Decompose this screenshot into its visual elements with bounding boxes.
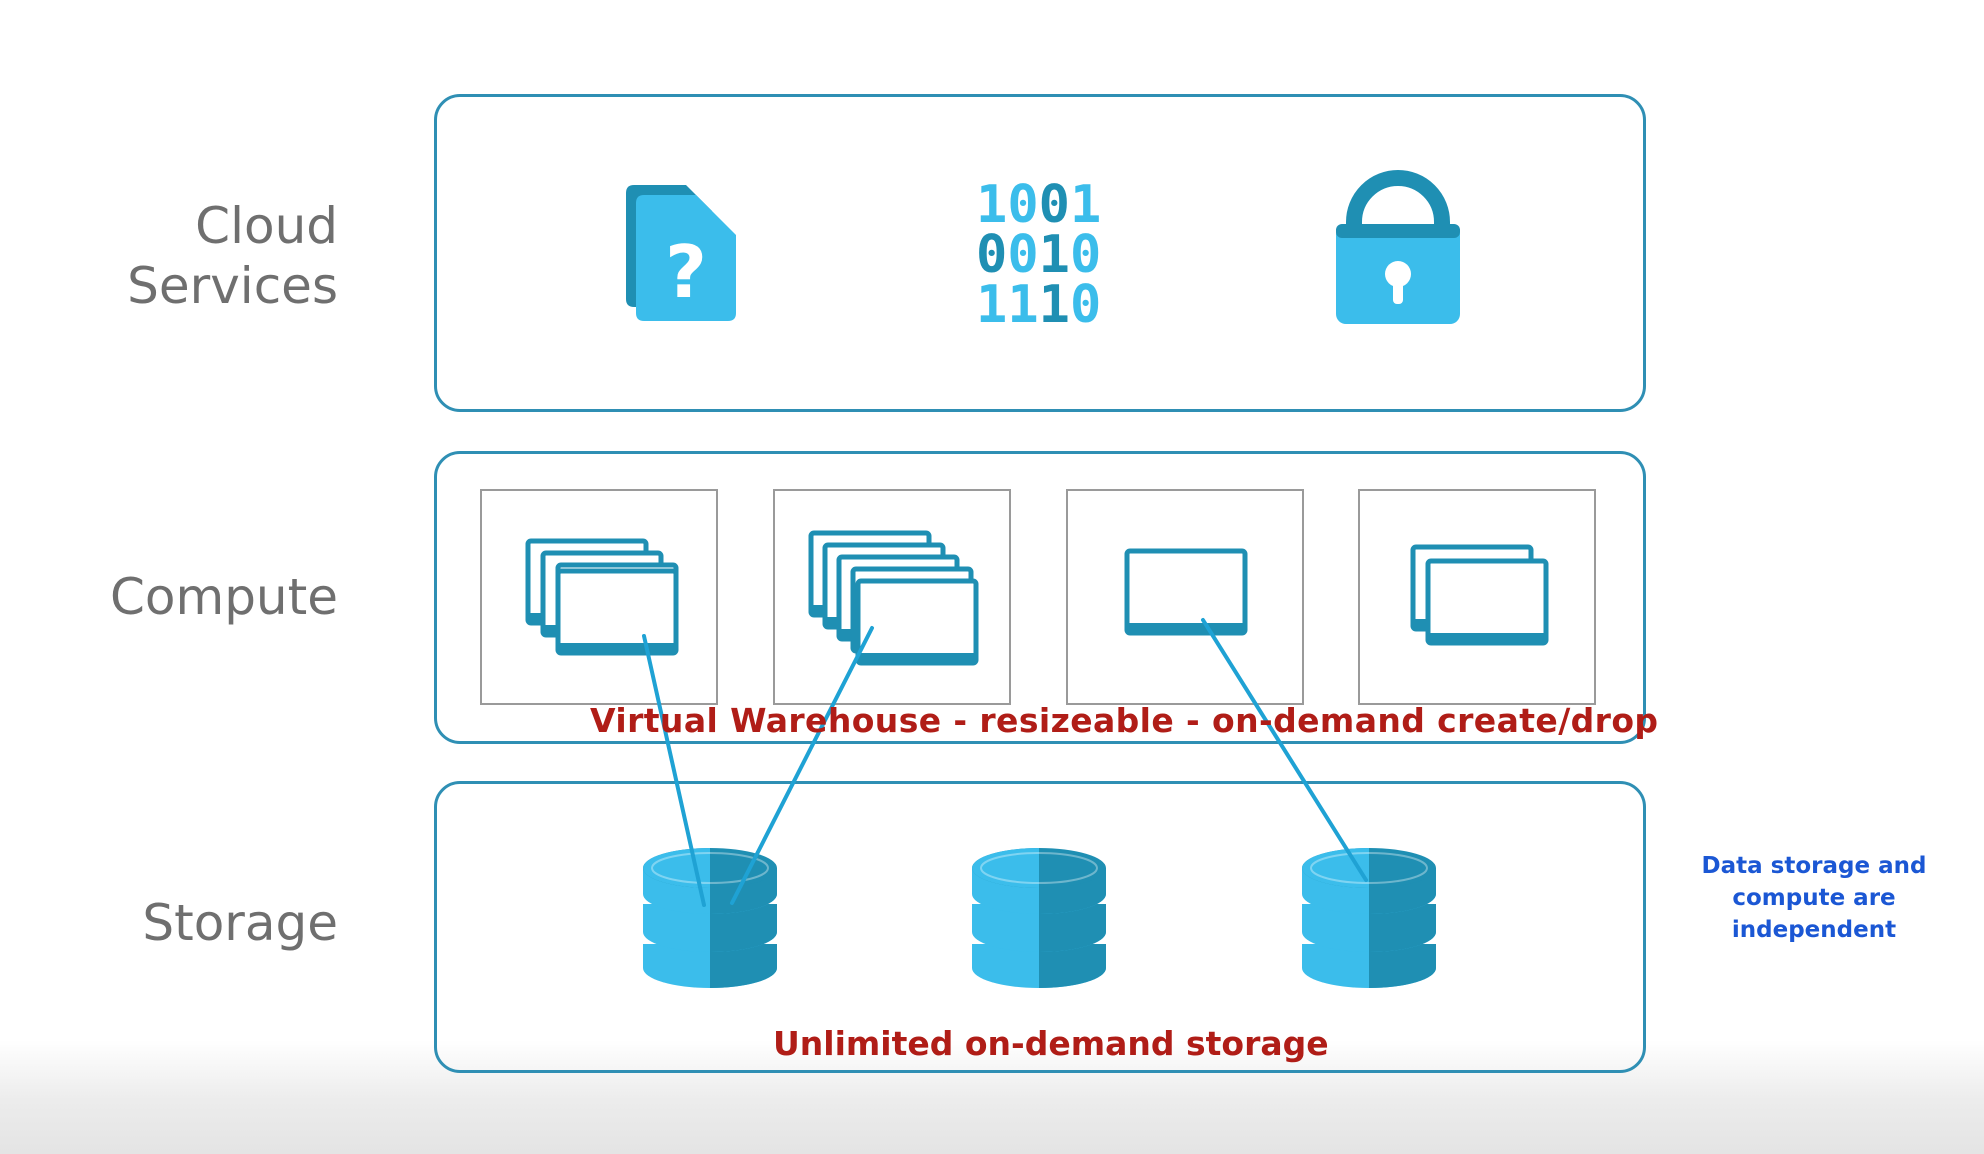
question-document-icon: ? (626, 185, 736, 321)
compute-layer (434, 451, 1646, 744)
cloud-services-label: Cloud Services (127, 197, 338, 315)
storage-layer (434, 781, 1646, 1073)
svg-text:1110: 1110 (976, 275, 1101, 335)
database-icon (971, 847, 1107, 989)
lock-icon (1336, 170, 1460, 324)
svg-text:0010: 0010 (976, 225, 1101, 285)
svg-text:1001: 1001 (976, 175, 1101, 235)
cloud-services-layer (434, 94, 1646, 412)
binary-data-icon: 1001 0010 1110 (976, 175, 1101, 335)
connector-lines (642, 618, 1368, 907)
server-stack-icon (528, 541, 676, 653)
svg-text:?: ? (665, 230, 707, 314)
compute-annotation: Virtual Warehouse - resizeable - on-dema… (590, 701, 1659, 740)
database-icon (1301, 847, 1437, 989)
server-icon (1127, 551, 1245, 633)
side-note: Data storage and compute are independent (1701, 853, 1927, 943)
server-stack-icon (1413, 547, 1546, 643)
compute-label: Compute (109, 568, 338, 626)
storage-label: Storage (142, 894, 338, 952)
storage-annotation: Unlimited on-demand storage (773, 1024, 1329, 1063)
server-stack-icon (811, 533, 976, 663)
database-icon (642, 847, 778, 989)
